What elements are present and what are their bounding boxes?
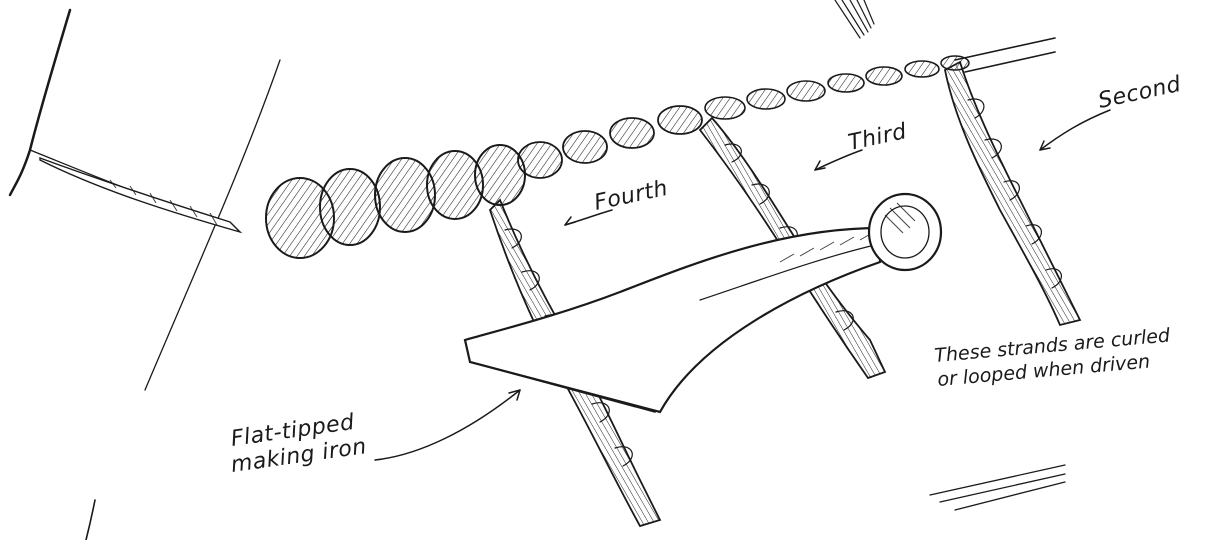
label-third: Third xyxy=(846,119,909,156)
strand-second xyxy=(945,62,1080,325)
hatched-tuft-top xyxy=(835,0,874,38)
label-fourth: Fourth xyxy=(592,176,670,216)
label-second: Second xyxy=(1096,72,1184,114)
tapered-strand-left xyxy=(40,158,240,232)
